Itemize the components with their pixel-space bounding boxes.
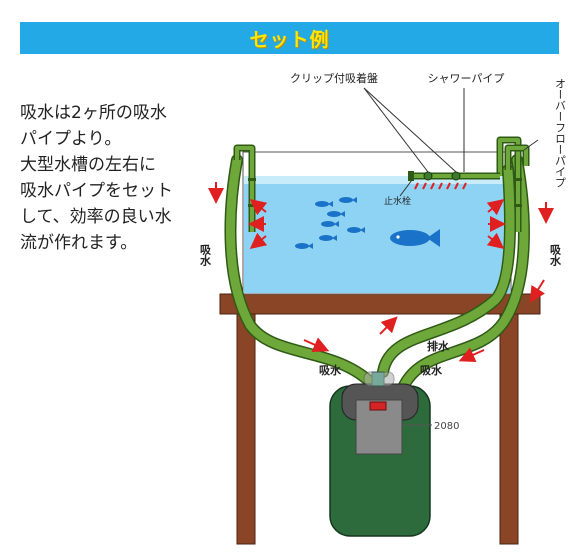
outflow-label: 排水	[427, 339, 450, 353]
fish-icon	[319, 235, 337, 241]
fish-icon	[327, 211, 345, 217]
stopcock-label: 止水栓	[384, 195, 411, 207]
description-line: パイプより。	[20, 129, 122, 149]
filter-canister	[329, 371, 432, 537]
description-line: 流が作れます。	[20, 233, 138, 253]
intake-hose-right-label: 吸水	[420, 363, 443, 377]
shower-pipe-label: シャワーパイプ	[428, 72, 505, 85]
clip-sucker-label: クリップ付吸着盤	[290, 71, 378, 85]
fish-icon	[347, 227, 365, 233]
tank	[242, 151, 512, 295]
intake-hose-left-label: 吸水	[319, 363, 342, 377]
banner-title: セット例	[249, 28, 330, 51]
hoses	[224, 154, 530, 396]
description-line: 吸水パイプをセット	[20, 181, 173, 201]
description-line: して、効率の良い水	[20, 207, 172, 227]
description-line: 吸水は2ヶ所の吸水	[20, 103, 167, 123]
intake-right-label: 吸水	[549, 244, 562, 267]
right-pipes	[496, 136, 530, 232]
overflow-pipe-label: オーバーフローパイプ	[554, 78, 567, 188]
fish-icon	[315, 201, 333, 207]
title-banner: セット例	[20, 22, 559, 54]
shower-pipe	[408, 171, 500, 190]
fish-icon	[321, 221, 339, 227]
description-line: 大型水槽の左右に	[20, 155, 156, 175]
fish-icon	[390, 229, 440, 247]
stand	[219, 293, 541, 545]
callout-lines	[363, 87, 539, 197]
flow-arrows	[208, 182, 554, 363]
fish-group	[295, 197, 440, 249]
intake-left-label: 吸水	[199, 244, 212, 267]
description-text: 吸水は2ヶ所の吸水 パイプより。 大型水槽の左右に 吸水パイプをセット して、効…	[20, 100, 210, 256]
model-label: 2080	[434, 421, 459, 432]
fish-icon	[339, 197, 357, 203]
fish-icon	[295, 243, 313, 249]
